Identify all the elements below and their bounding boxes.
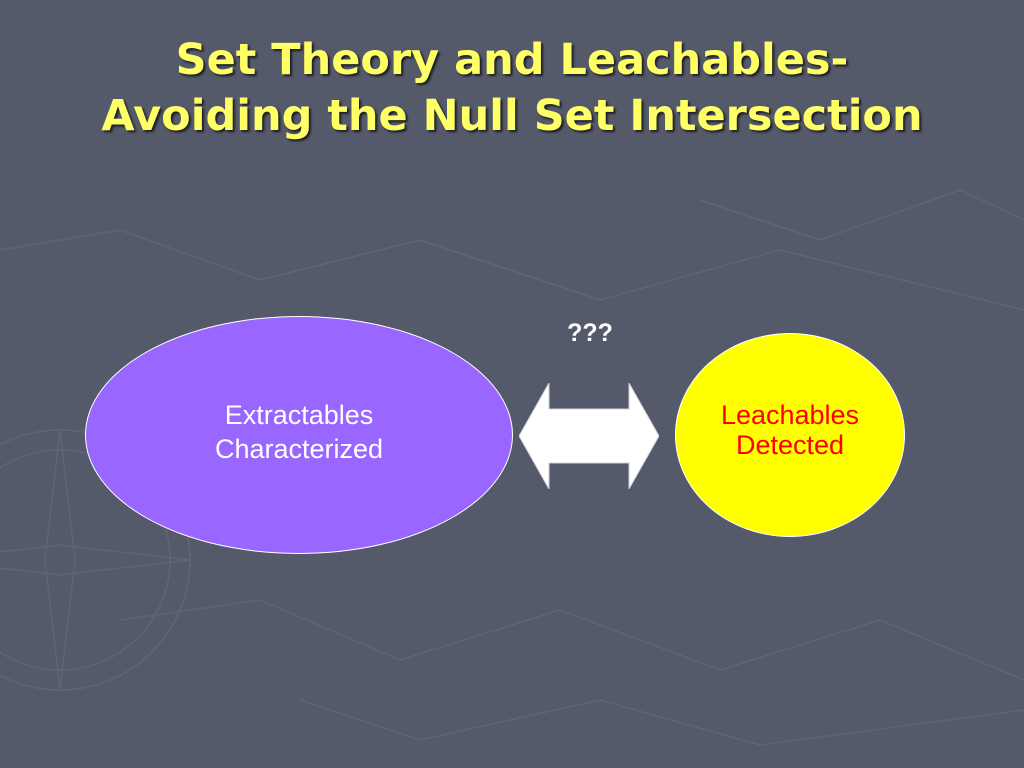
title-line-2: Avoiding the Null Set Intersection: [101, 91, 923, 141]
extractables-ellipse: Extractables Characterized: [85, 316, 513, 554]
title-line-1: Set Theory and Leachables-: [175, 35, 849, 85]
leachables-label-line-1: Leachables: [720, 400, 860, 430]
extractables-label-line-1: Extractables: [224, 400, 374, 430]
double-headed-arrow-icon: [519, 383, 659, 489]
extractables-label-line-2: Characterized: [214, 434, 384, 464]
leachables-ellipse: Leachables Detected: [675, 333, 905, 537]
leachables-label-line-2: Detected: [735, 430, 845, 460]
slide-title: Set Theory and Leachables- Avoiding the …: [0, 32, 1024, 144]
connector-label: ???: [567, 319, 613, 347]
